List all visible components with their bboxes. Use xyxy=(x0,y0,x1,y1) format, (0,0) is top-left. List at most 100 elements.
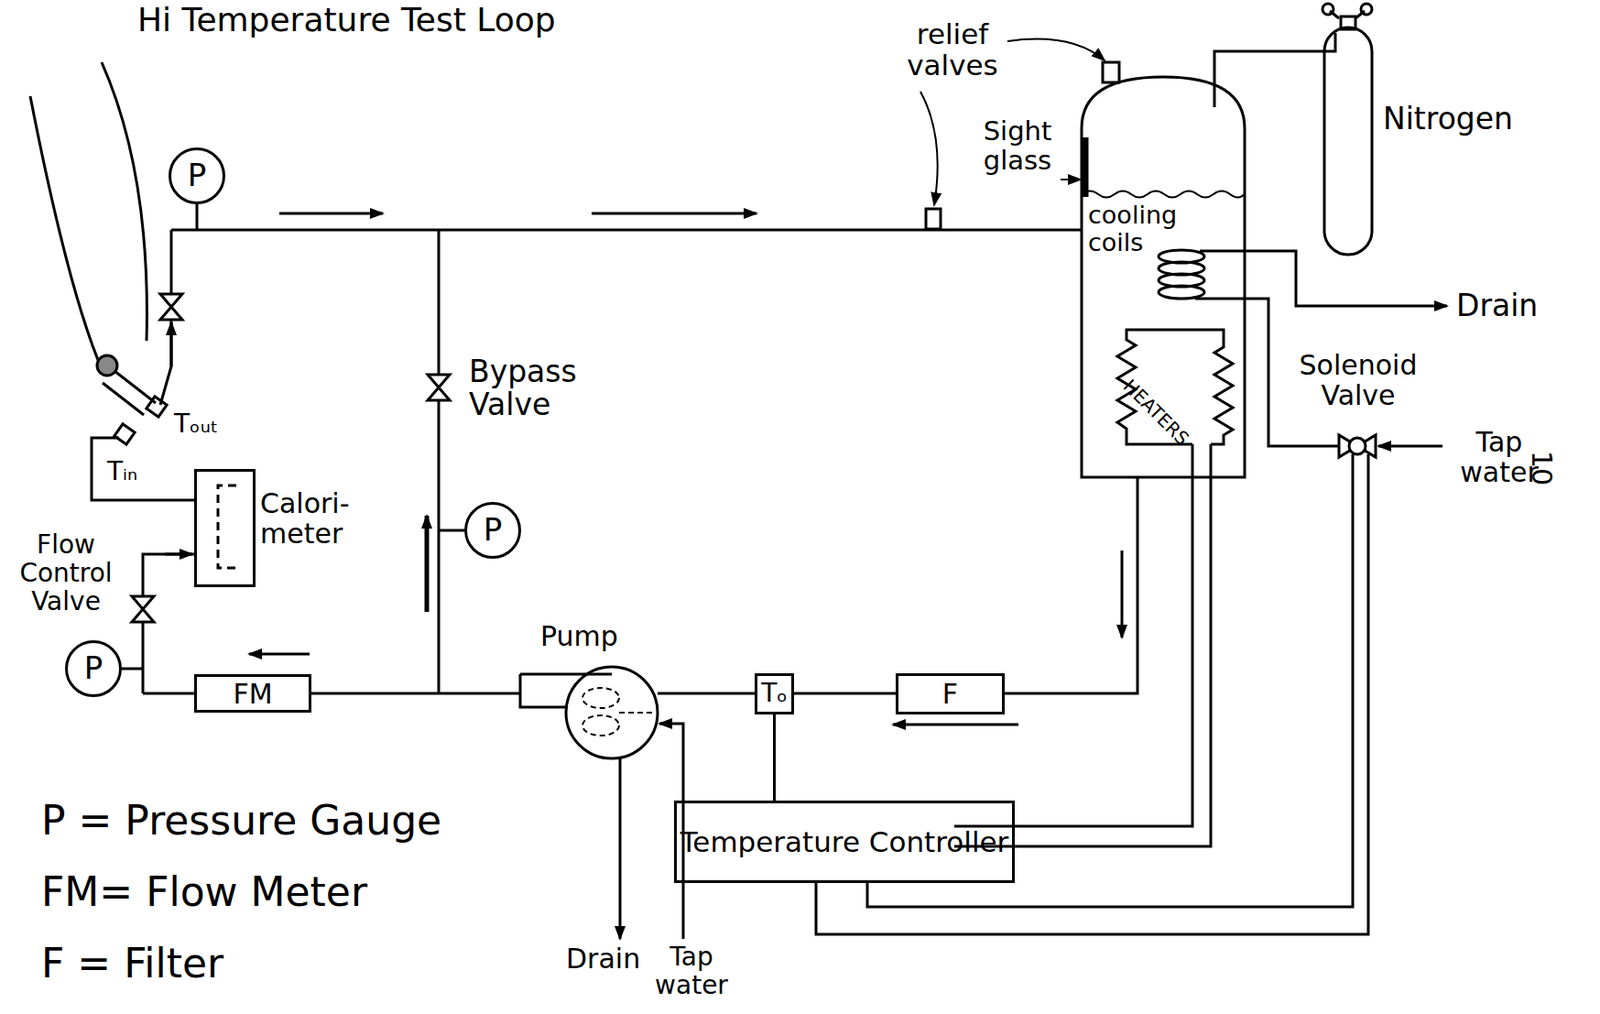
pressure-gauge: P xyxy=(464,501,522,559)
flow-label: Drain xyxy=(1456,289,1538,323)
pump-symbol xyxy=(619,711,653,714)
part-name: HEATERS xyxy=(1119,375,1193,449)
box-label: P xyxy=(84,651,104,686)
legend-note: FM= Flow Meter xyxy=(41,870,368,915)
test-section xyxy=(30,62,167,445)
reservoir-tank xyxy=(925,208,941,229)
valve-symbol xyxy=(131,293,450,622)
nitrogen-cylinder xyxy=(1322,3,1334,15)
reservoir-tank xyxy=(1060,178,1081,181)
control-wire xyxy=(816,454,1369,935)
flow-arrow xyxy=(279,212,383,216)
flow-arrow xyxy=(424,515,430,612)
test-section xyxy=(97,355,118,376)
part-name: cooling coils xyxy=(1088,201,1197,256)
valve-symbol xyxy=(160,293,183,320)
reservoir-tank xyxy=(1081,191,1245,198)
pipe-line xyxy=(657,692,755,696)
pipe-line xyxy=(121,667,143,671)
sensor-name: Tᵢₙ xyxy=(107,457,138,487)
part-name: Pump xyxy=(540,620,619,652)
cooling-coil xyxy=(1158,250,1448,447)
flow-meter-box: FM xyxy=(194,674,312,713)
calorimeter-box: Calori- meter xyxy=(194,468,256,588)
pipe-line xyxy=(195,204,199,230)
calorimeter-coil xyxy=(217,485,237,568)
flow-label: Tap water xyxy=(645,943,738,1001)
nitrogen-cylinder xyxy=(1360,3,1372,15)
flow-arrow xyxy=(249,653,310,656)
pump-symbol xyxy=(619,758,622,939)
flow-arrow xyxy=(164,213,1122,725)
valve-symbol xyxy=(427,374,450,401)
flow-arrow xyxy=(591,212,757,216)
calorimeter-coil xyxy=(217,485,237,568)
page-number: 10 xyxy=(1526,450,1557,486)
flow-arrow xyxy=(1121,550,1124,638)
box-label: F xyxy=(942,678,958,709)
legend-note: P = Pressure Gauge xyxy=(41,798,442,843)
box-heading: Calori- meter xyxy=(260,488,375,549)
reservoir-tank xyxy=(920,91,938,206)
solenoid-valve xyxy=(1349,437,1366,455)
controller-box: Temperature Controller xyxy=(674,800,1016,883)
nitrogen-cylinder xyxy=(1324,27,1372,255)
part-name: Bypass Valve xyxy=(468,355,598,423)
cooling-coil xyxy=(1158,285,1205,299)
pipe-connector xyxy=(772,714,776,802)
nitrogen-cylinder xyxy=(1214,32,1336,108)
callout-text: relief valves xyxy=(892,18,1013,81)
pressure-gauge: P xyxy=(65,640,122,697)
control-wire xyxy=(954,444,1211,847)
nitrogen-cylinder xyxy=(1340,16,1356,30)
legend-note: F = Filter xyxy=(41,941,224,986)
pump-symbol xyxy=(659,723,684,939)
box-label: Temperature Controller xyxy=(680,826,1010,858)
test-section xyxy=(30,96,103,371)
pipe-line xyxy=(91,204,1138,694)
box-label: FM xyxy=(232,678,273,709)
nitrogen-cylinder xyxy=(1214,3,1372,255)
flow-label: Drain xyxy=(565,943,641,974)
pump-symbol xyxy=(520,666,684,939)
reservoir-tank xyxy=(920,39,1245,478)
part-name: Solenoid Valve xyxy=(1289,349,1427,411)
pipe-line xyxy=(171,228,1082,232)
thermocouple-box: Tₒ xyxy=(754,673,795,715)
pipe-line xyxy=(142,554,195,694)
box-label: Tₒ xyxy=(761,679,788,708)
reservoir-tank xyxy=(1007,39,1105,61)
reservoir-tank xyxy=(1081,76,1245,478)
pipe-connector xyxy=(794,692,896,696)
part-name: Flow Control Valve xyxy=(7,531,125,616)
box-label: P xyxy=(187,158,207,193)
pipe-line xyxy=(142,692,521,696)
solenoid-valve xyxy=(1338,435,1376,458)
control-wire xyxy=(816,444,1369,935)
reservoir-tank xyxy=(1102,62,1120,83)
pipe-line xyxy=(1004,477,1138,694)
diagram-title: Hi Temperature Test Loop xyxy=(137,1,556,39)
solenoid-valve xyxy=(1378,445,1443,448)
reservoir-tank xyxy=(1082,137,1089,197)
flow-arrow xyxy=(892,723,1019,727)
box-label: P xyxy=(483,512,503,547)
flow-arrow xyxy=(164,553,193,556)
part-name: Nitrogen xyxy=(1382,102,1513,136)
test-section xyxy=(101,62,147,341)
solenoid-valve xyxy=(1338,435,1443,458)
valve-symbol xyxy=(131,596,154,622)
flow-arrow xyxy=(170,322,174,367)
pipe-line xyxy=(91,437,195,501)
pipe-line xyxy=(438,529,465,533)
filter-box: F xyxy=(895,673,1005,715)
callout-text: Sight glass xyxy=(975,117,1060,176)
test-section xyxy=(146,396,167,417)
pressure-gauge: P xyxy=(168,147,226,205)
test-section xyxy=(114,424,135,445)
sensor-name: Tₒᵤₜ xyxy=(174,410,218,439)
pipe-line xyxy=(437,229,441,694)
pump-symbol xyxy=(582,715,620,736)
